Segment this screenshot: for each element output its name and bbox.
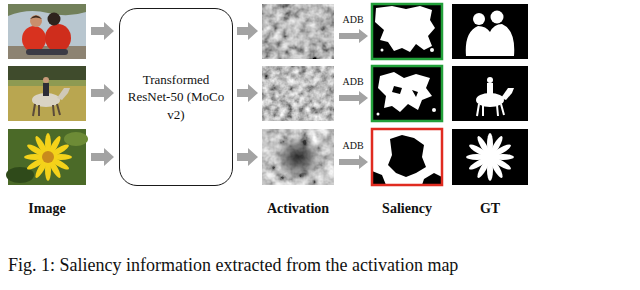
activation-maps <box>262 4 334 185</box>
activation-map <box>262 66 334 121</box>
speck <box>432 108 436 112</box>
person-head <box>48 13 61 26</box>
couple-photo <box>8 4 86 59</box>
column-heading: Image <box>28 200 65 217</box>
correct-frame <box>372 66 442 121</box>
background <box>452 129 528 185</box>
rider-head <box>487 77 493 83</box>
arrow <box>91 22 114 40</box>
wrong-frame <box>372 129 442 185</box>
background <box>452 66 528 121</box>
flower-silhouette <box>466 133 514 181</box>
ground <box>8 46 86 59</box>
silhouette-body <box>466 24 515 56</box>
operation-label: ADB <box>342 140 363 152</box>
activation-map <box>262 129 334 185</box>
sky <box>8 4 86 59</box>
rider-head <box>43 77 49 83</box>
field <box>8 66 86 121</box>
activation-highlight <box>280 78 320 102</box>
silhouette-head <box>473 13 485 25</box>
column-heading: GT <box>480 200 500 217</box>
operation-label: ADB <box>342 14 363 26</box>
speck <box>377 113 380 116</box>
person-body <box>45 24 71 52</box>
saliency-map <box>372 129 442 185</box>
horse-photo <box>8 66 86 121</box>
activation-lighten <box>262 129 334 185</box>
speck <box>381 49 384 52</box>
corner-region <box>372 171 442 185</box>
operation-label: ADB <box>342 76 363 88</box>
flower-center <box>42 151 54 163</box>
person-head <box>30 15 42 27</box>
rider <box>43 83 49 96</box>
arrow <box>339 29 368 43</box>
adb-arrows <box>339 29 368 169</box>
horse-neck <box>501 88 514 100</box>
activation-map <box>262 4 334 59</box>
trees <box>8 4 86 16</box>
saliency-map <box>372 4 442 59</box>
silhouette-head <box>491 11 504 24</box>
arrow <box>91 84 114 102</box>
network-box: Transformed ResNet-50 (MoCo v2) <box>119 8 233 186</box>
activation-highlight <box>276 17 320 47</box>
arrow <box>91 148 114 166</box>
speck <box>430 48 434 52</box>
horse-neck <box>57 88 70 100</box>
input-arrows <box>91 22 114 166</box>
saliency-map <box>372 66 442 121</box>
output-arrows <box>237 22 258 166</box>
column-heading: Saliency <box>382 200 432 217</box>
rider-silhouette <box>487 83 493 96</box>
arrow <box>339 91 368 105</box>
legs <box>26 49 68 55</box>
network-name: Transformed ResNet-50 (MoCo v2) <box>126 71 226 124</box>
ground-truth-mask <box>452 66 528 121</box>
background <box>372 129 442 185</box>
arrow <box>339 155 368 169</box>
activation-dark-center <box>274 135 322 179</box>
salient-region <box>375 6 435 52</box>
correct-frame <box>372 4 442 59</box>
horse-legs <box>477 104 504 116</box>
horse-legs <box>33 104 60 116</box>
background <box>372 66 442 121</box>
leaf <box>64 132 88 146</box>
figure-caption: Fig. 1: Saliency information extracted f… <box>8 254 458 276</box>
ground-truth-mask <box>452 4 528 59</box>
arrow <box>237 84 258 102</box>
flower-photo <box>6 129 88 185</box>
salient-region <box>388 135 426 177</box>
background <box>452 4 528 59</box>
person-body <box>22 26 46 52</box>
column-heading: Activation <box>267 200 329 217</box>
hole <box>392 86 418 97</box>
background <box>372 4 442 59</box>
salient-region <box>378 72 432 112</box>
hair <box>30 16 42 20</box>
arrow <box>237 22 258 40</box>
arrow <box>237 148 258 166</box>
ground-truth-mask <box>452 129 528 185</box>
petals <box>24 133 72 181</box>
